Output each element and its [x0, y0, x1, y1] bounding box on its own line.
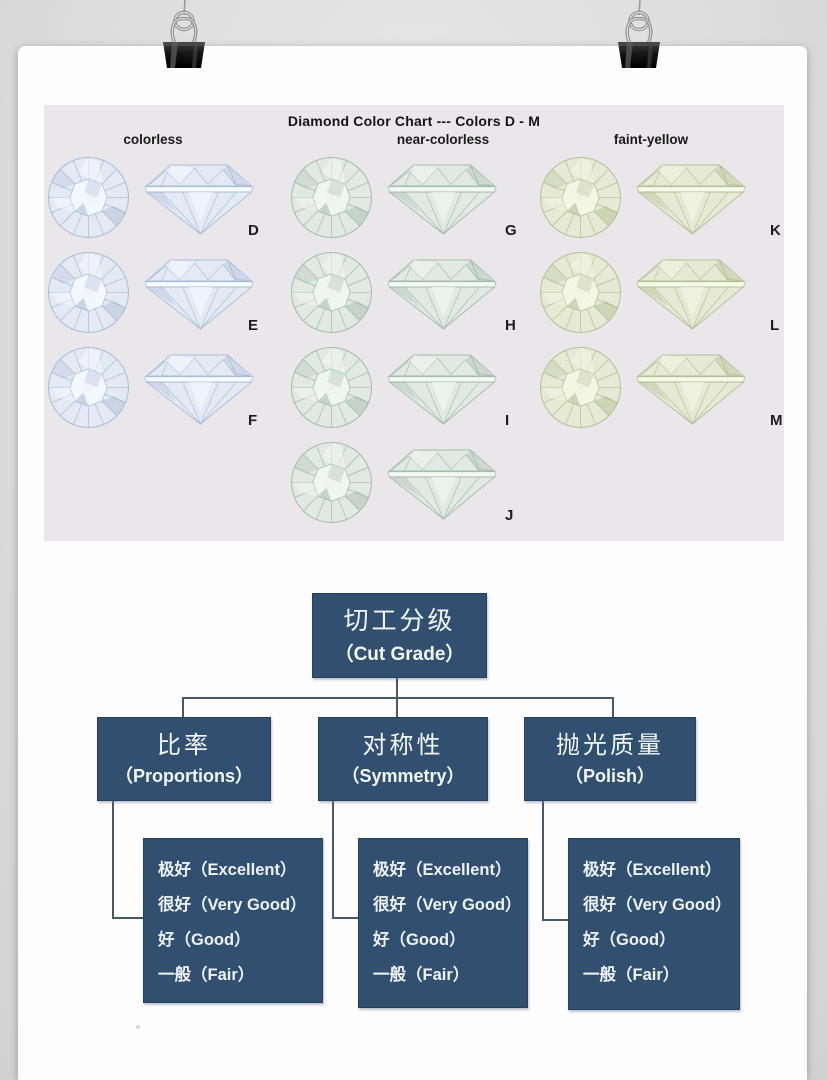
flowchart-box-proportions: 比率 （Proportions） — [97, 717, 271, 801]
paper-speck — [136, 1025, 140, 1029]
diamond-top-view-icon — [289, 155, 374, 240]
diamond-top-view-icon — [289, 440, 374, 525]
flowchart-box-symmetry: 对称性 （Symmetry） — [318, 717, 488, 801]
diamond-column-faint-yellow: K L M — [538, 150, 783, 435]
branch-label-zh: 比率 — [157, 731, 211, 759]
connector-line — [182, 697, 614, 699]
flowchart-root-box-cut-grade: 切工分级 （Cut Grade） — [312, 593, 487, 678]
diamond-row: I — [289, 340, 517, 435]
diamond-side-view-icon — [139, 159, 259, 237]
column-header-faint-yellow: faint-yellow — [613, 132, 689, 147]
flowchart-box-polish: 抛光质量 （Polish） — [524, 717, 696, 801]
color-grade-letter: K — [770, 222, 781, 239]
diamond-top-view-icon — [538, 345, 623, 430]
connector-line — [112, 917, 144, 919]
grade-line: 好（Good） — [373, 931, 466, 949]
grade-list-box-polish: 极好（Excellent） 很好（Very Good） 好（Good） 一般（F… — [568, 838, 740, 1010]
diamond-side-view-icon — [139, 254, 259, 332]
diamond-row: F — [46, 340, 274, 435]
connector-line — [612, 697, 614, 719]
diamond-top-view-icon — [289, 250, 374, 335]
chart-title: Diamond Color Chart --- Colors D - M — [287, 113, 541, 129]
grade-line: 很好（Very Good） — [158, 896, 307, 914]
diamond-top-view-icon — [538, 250, 623, 335]
diamond-row: E — [46, 245, 274, 340]
diamond-side-view-icon — [382, 159, 502, 237]
diamond-color-chart-panel: Diamond Color Chart --- Colors D - M col… — [44, 105, 784, 541]
diamond-column-near-colorless: G H I J — [289, 150, 517, 530]
grade-line: 好（Good） — [583, 931, 676, 949]
color-grade-letter: H — [505, 317, 516, 334]
color-grade-letter: M — [770, 412, 783, 429]
color-grade-letter: F — [248, 412, 258, 429]
diamond-side-view-icon — [382, 444, 502, 522]
diamond-side-view-icon — [139, 349, 259, 427]
connector-line — [332, 801, 334, 919]
connector-line — [542, 801, 544, 921]
connector-line — [542, 919, 569, 921]
root-label-en: （Cut Grade） — [334, 643, 465, 665]
grade-line: 很好（Very Good） — [373, 896, 522, 914]
diamond-side-view-icon — [631, 159, 751, 237]
color-grade-letter: J — [505, 507, 514, 524]
diamond-row: L — [538, 245, 780, 340]
diamond-side-view-icon — [631, 349, 751, 427]
grade-line: 一般（Fair） — [583, 966, 680, 984]
diamond-row: M — [538, 340, 783, 435]
diamond-row: H — [289, 245, 517, 340]
diamond-side-view-icon — [382, 349, 502, 427]
color-grade-letter: G — [505, 222, 517, 239]
binder-clip-icon — [151, 0, 215, 80]
grade-line: 一般（Fair） — [373, 966, 470, 984]
diamond-row: D — [46, 150, 274, 245]
branch-label-zh: 对称性 — [362, 731, 444, 759]
connector-line — [112, 801, 114, 919]
column-header-near-colorless: near-colorless — [396, 132, 490, 147]
diamond-side-view-icon — [382, 254, 502, 332]
diamond-top-view-icon — [538, 155, 623, 240]
connector-line — [182, 697, 184, 719]
grade-line: 很好（Very Good） — [583, 896, 732, 914]
color-grade-letter: E — [248, 317, 259, 334]
branch-label-zh: 抛光质量 — [556, 731, 664, 759]
grade-line: 极好（Excellent） — [583, 861, 722, 879]
root-label-zh: 切工分级 — [343, 607, 456, 636]
connector-line — [332, 917, 359, 919]
diamond-top-view-icon — [289, 345, 374, 430]
diamond-top-view-icon — [46, 345, 131, 430]
grade-line: 好（Good） — [158, 931, 251, 949]
grade-line: 极好（Excellent） — [373, 861, 512, 879]
diamond-column-colorless: D E F — [46, 150, 274, 435]
color-grade-letter: D — [248, 222, 259, 239]
grade-list-box-proportions: 极好（Excellent） 很好（Very Good） 好（Good） 一般（F… — [143, 838, 323, 1003]
grade-line: 极好（Excellent） — [158, 861, 297, 879]
grade-line: 一般（Fair） — [158, 966, 255, 984]
grade-list-box-symmetry: 极好（Excellent） 很好（Very Good） 好（Good） 一般（F… — [358, 838, 528, 1008]
diamond-row: J — [289, 435, 517, 530]
diamond-side-view-icon — [631, 254, 751, 332]
branch-label-en: （Symmetry） — [341, 766, 465, 787]
diamond-top-view-icon — [46, 155, 131, 240]
diamond-row: G — [289, 150, 517, 245]
diamond-row: K — [538, 150, 781, 245]
branch-label-en: （Proportions） — [115, 766, 253, 787]
diamond-top-view-icon — [46, 250, 131, 335]
binder-clip-icon — [606, 0, 670, 80]
color-grade-letter: I — [505, 412, 510, 429]
column-header-colorless: colorless — [123, 132, 183, 147]
color-grade-letter: L — [770, 317, 780, 334]
branch-label-en: （Polish） — [564, 766, 655, 787]
